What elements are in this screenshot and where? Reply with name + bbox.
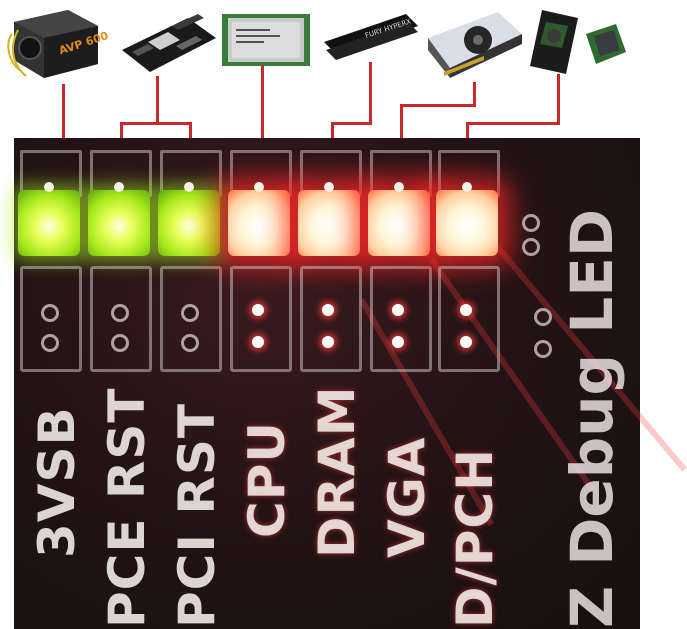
- label-pce-rst: PCE RST: [98, 387, 156, 628]
- label-cpu: CPU: [238, 421, 296, 538]
- led-vga: [368, 190, 430, 256]
- label-vga: VGA: [378, 436, 436, 558]
- chipset-image: [582, 22, 628, 66]
- debug-led-photo: AVP 600 FURY HYPERX: [7, 4, 687, 629]
- power-supply-image: AVP 600: [7, 4, 110, 82]
- led-3vsb: [18, 190, 80, 256]
- hard-drive-image: [528, 8, 580, 76]
- label-d-pch: D/PCH: [446, 448, 504, 628]
- motherboard-image: [118, 12, 218, 76]
- debug-led-board: 3VSB PCE RST PCI RST CPU DRAM VGA D/PCH …: [14, 138, 687, 629]
- label-dram: DRAM: [308, 385, 366, 558]
- graphics-card-image: [424, 10, 524, 84]
- label-3vsb: 3VSB: [28, 406, 86, 558]
- led-pce-rst: [88, 190, 150, 256]
- led-dram: [298, 190, 360, 256]
- led-cpu: [228, 190, 290, 256]
- led-d-pch: [436, 190, 498, 256]
- ram-image: FURY HYPERX: [322, 12, 420, 64]
- led-pci-rst: [158, 190, 220, 256]
- cpu-image: [220, 12, 312, 68]
- label-pci-rst: PCI RST: [168, 403, 226, 628]
- board-title: Z Debug LED: [558, 209, 626, 628]
